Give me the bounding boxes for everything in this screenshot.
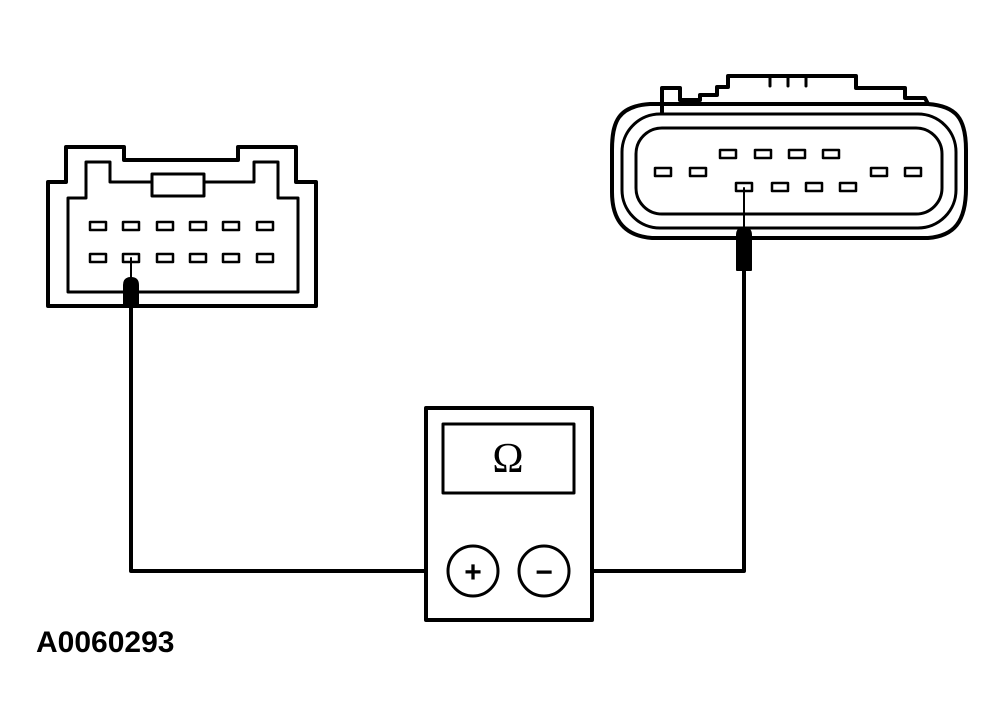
left-connector-latch [150,172,206,198]
right-pin-middle-1 [653,166,673,178]
left-pin-r1-c3 [155,220,175,232]
left-pin-r2-c1 [88,252,108,264]
left-pin-r1-c6 [255,220,275,232]
right-pin-middle-2 [688,166,708,178]
left-pin-r1-c4 [188,220,208,232]
right-pin-top-3 [787,148,807,160]
negative-terminal-label: − [535,556,553,589]
ohm-symbol: Ω [492,436,523,482]
positive-terminal [446,544,500,598]
ohmmeter: Ω + − [424,406,594,622]
positive-lead [129,304,450,573]
left-connector [46,145,318,308]
left-pin-r2-c6 [255,252,275,264]
left-pin-r1-c2 [121,220,141,232]
left-pin-r1-c5 [221,220,241,232]
right-connector [610,74,968,240]
figure-id: A0060293 [36,626,174,659]
left-pin-r2-c5 [221,252,241,264]
right-pin-bottom-3 [804,181,824,193]
right-pin-bottom-4 [838,181,858,193]
left-probe [123,277,139,305]
left-pin-r2-c4 [188,252,208,264]
right-pin-middle-3 [869,166,889,178]
left-pin-r1-c1 [88,220,108,232]
meter-display [441,422,576,495]
right-pin-bottom-2 [770,181,790,193]
right-pin-top-4 [821,148,841,160]
positive-terminal-label: + [464,556,482,589]
right-pin-top-1 [718,148,738,160]
negative-terminal [517,544,571,598]
right-pin-middle-4 [903,166,923,178]
right-pin-top-2 [753,148,773,160]
right-probe [736,227,752,271]
negative-lead [568,266,746,573]
left-pin-r2-c3 [155,252,175,264]
